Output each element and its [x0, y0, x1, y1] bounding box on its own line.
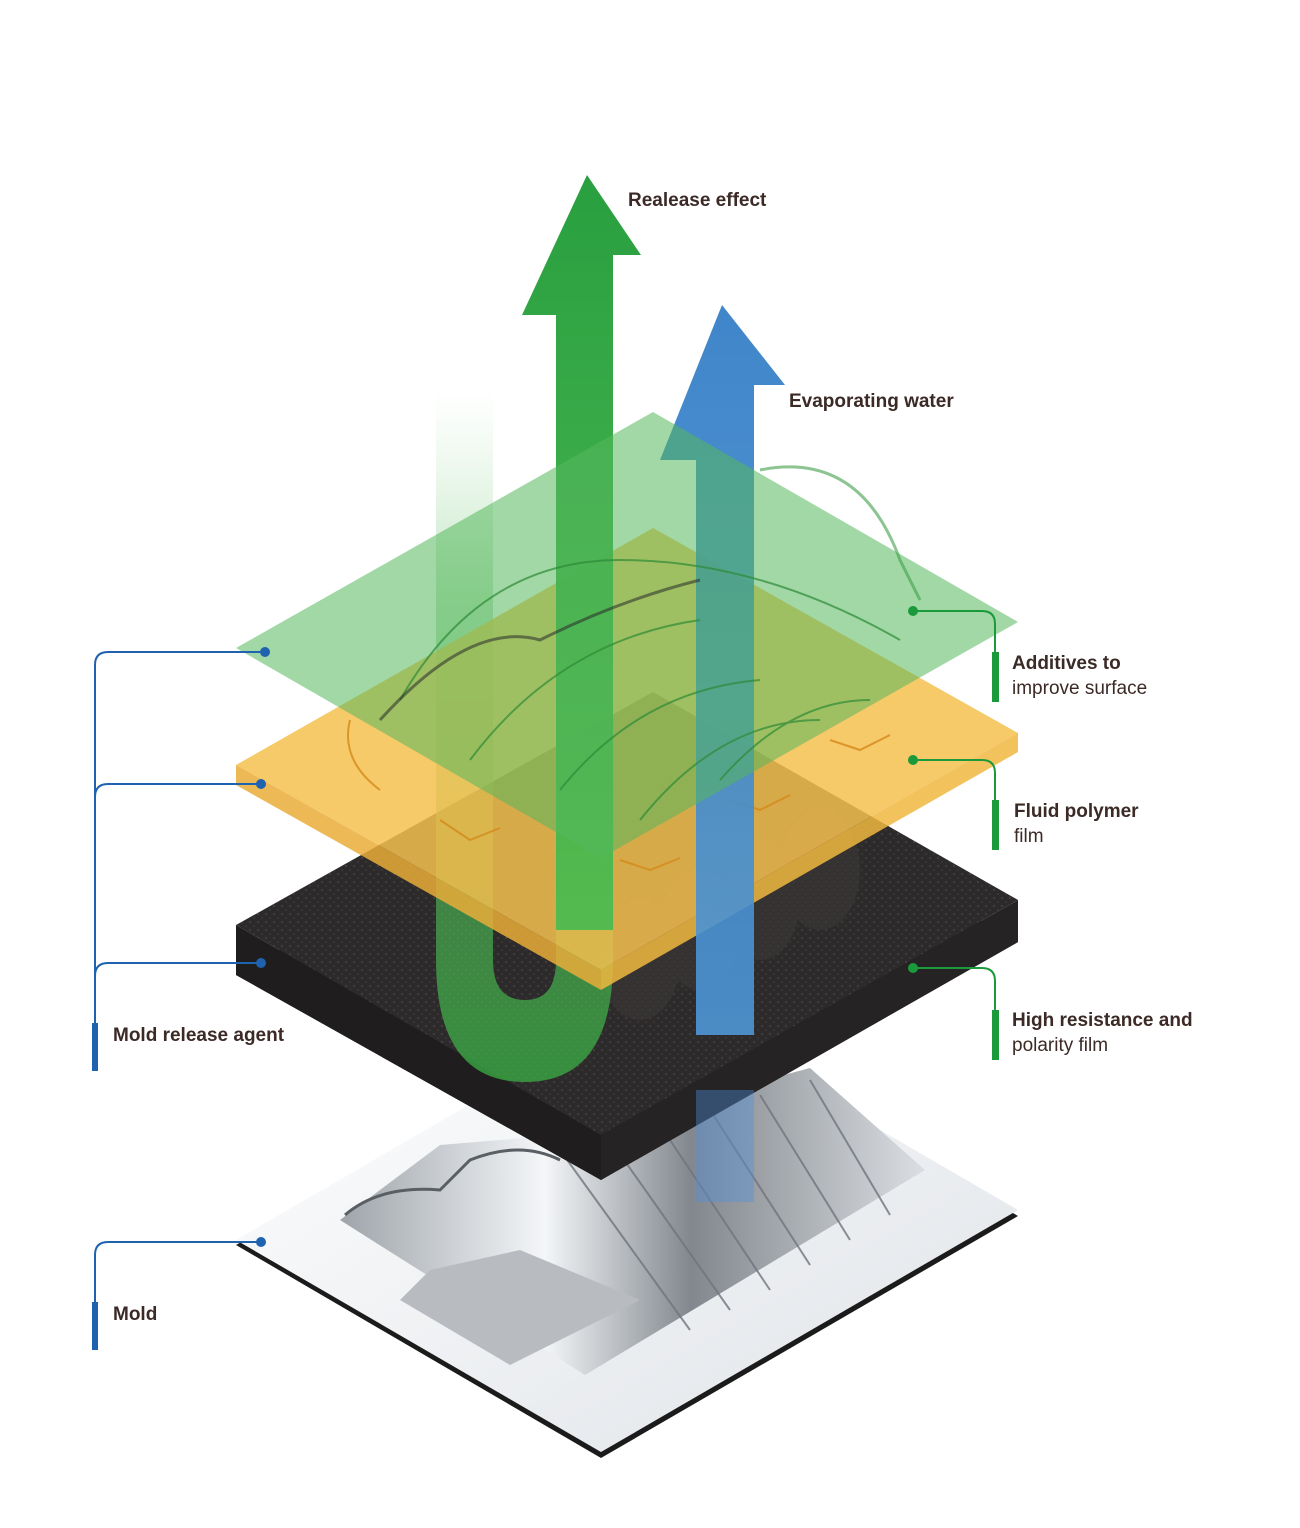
- left-callout-dots: [256, 647, 270, 1247]
- fluid-polymer-marker: [992, 800, 999, 850]
- high-resistance-marker: [992, 1010, 999, 1060]
- left-callout-lines: [94, 651, 265, 1320]
- water-arrow-fade: [696, 1090, 754, 1202]
- fluid-polymer-line1: Fluid polymer: [1014, 801, 1139, 822]
- additives-film: [236, 412, 1018, 858]
- release-effect-text: Realease effect: [628, 190, 767, 211]
- mold-plate: [236, 998, 1018, 1458]
- fluid-polymer-label: Fluid polymer film: [1014, 799, 1139, 849]
- high-resistance-label: High resistance and polarity film: [1012, 1008, 1193, 1058]
- additives-line2: improve surface: [1012, 678, 1148, 699]
- additives-line1: Additives to: [1012, 653, 1121, 674]
- fluid-polymer-line2: film: [1014, 826, 1044, 847]
- high-resistance-line1: High resistance and: [1012, 1010, 1193, 1031]
- mold-release-agent-label: Mold release agent: [113, 1023, 284, 1048]
- mold-label: Mold: [113, 1302, 157, 1327]
- high-resistance-line2: polarity film: [1012, 1035, 1109, 1056]
- release-effect-label: Realease effect: [628, 188, 766, 213]
- additives-marker: [992, 652, 999, 702]
- mold-text: Mold: [113, 1304, 158, 1325]
- evaporating-water-label: Evaporating water: [789, 389, 954, 414]
- right-callout-dots: [908, 606, 918, 973]
- right-callout-lines: [913, 610, 996, 1030]
- mold-release-agent-marker: [92, 1023, 98, 1071]
- evaporating-water-text: Evaporating water: [789, 391, 954, 412]
- mold-marker: [92, 1302, 98, 1350]
- mold-release-agent-text: Mold release agent: [113, 1025, 285, 1046]
- additives-label: Additives to improve surface: [1012, 651, 1147, 701]
